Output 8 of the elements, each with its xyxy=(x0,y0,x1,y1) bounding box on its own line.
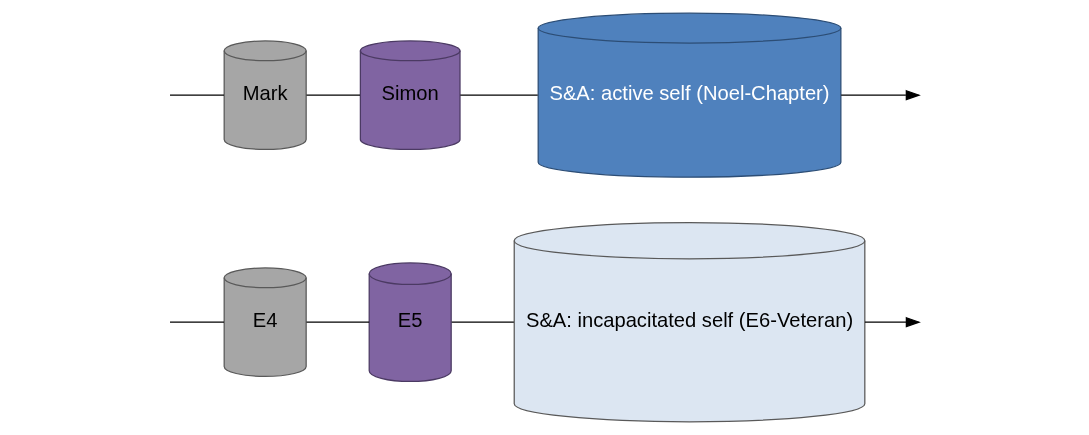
connector xyxy=(305,321,370,323)
connector xyxy=(451,321,515,323)
arrow xyxy=(864,316,921,328)
arrow xyxy=(840,89,921,101)
connector xyxy=(169,321,225,323)
connector xyxy=(169,94,225,96)
connector xyxy=(459,94,539,96)
connector xyxy=(305,94,361,96)
